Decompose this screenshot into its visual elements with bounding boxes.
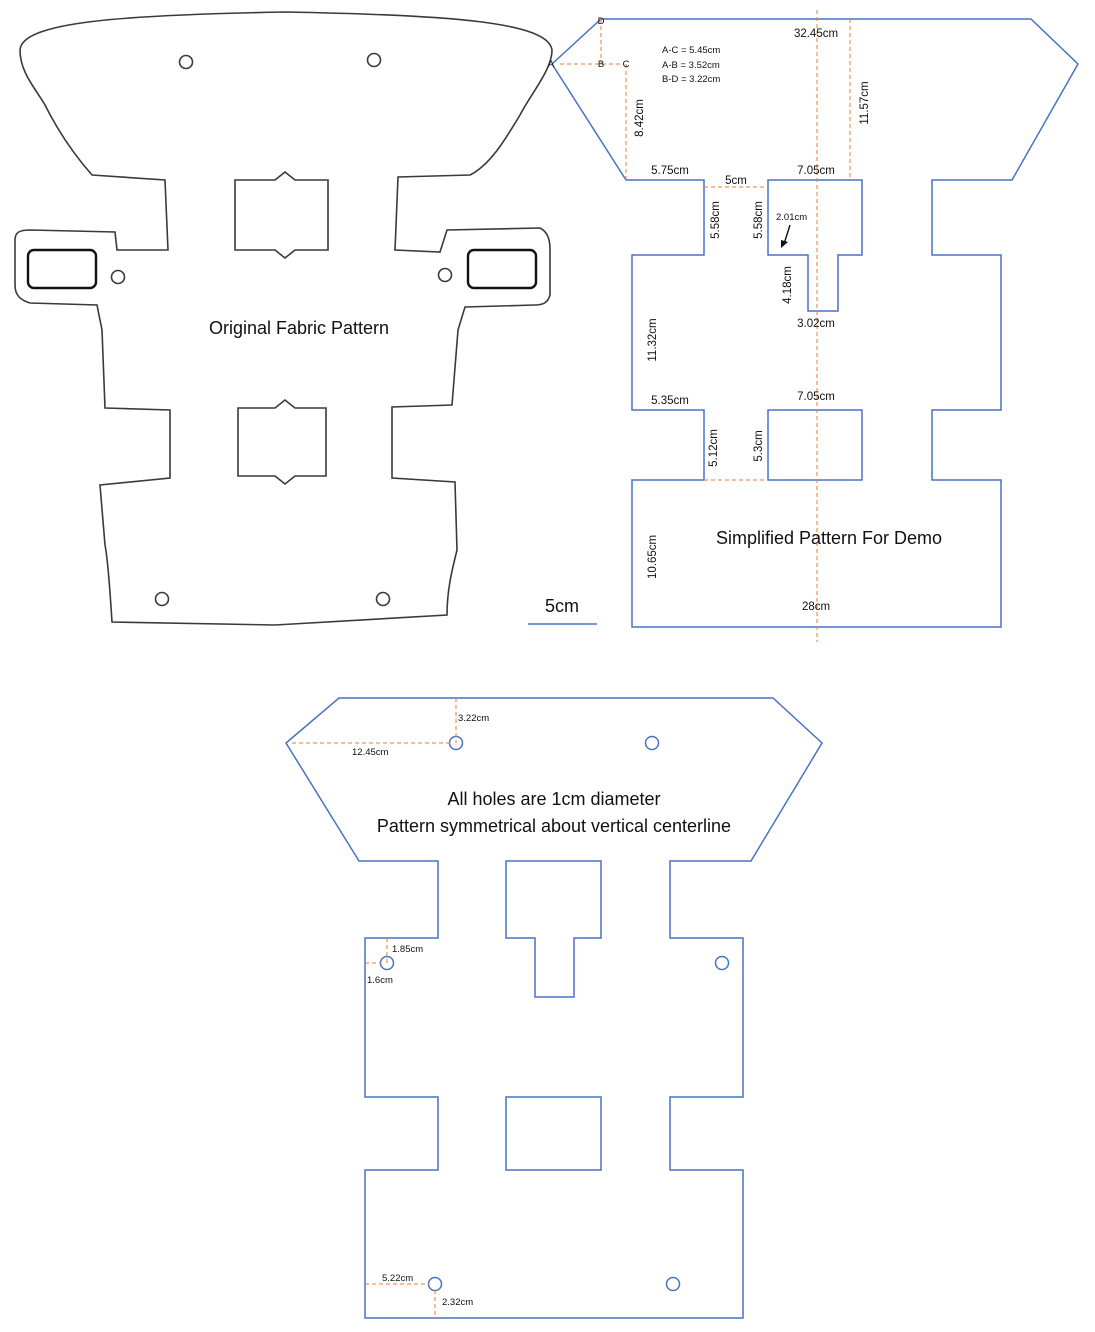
dim-hole3-y: 2.32cm	[442, 1297, 473, 1308]
original-title: Original Fabric Pattern	[209, 318, 389, 338]
holes-tab-lower	[505, 1096, 602, 1171]
dim-lower-notch-right: 5.3cm	[753, 430, 765, 461]
holes-outline	[285, 697, 823, 1319]
dim-top-width: 32.45cm	[794, 28, 838, 40]
arrow-head	[781, 240, 788, 248]
relation-bd: B-D = 3.22cm	[662, 74, 720, 85]
point-label-d: D	[598, 16, 605, 27]
holes-tab-upper	[505, 860, 602, 998]
dim-lower-shoulder: 5.35cm	[651, 395, 689, 407]
dim-side-drop: 8.42cm	[634, 99, 646, 137]
dim-hole1-x: 12.45cm	[352, 747, 389, 758]
dim-hole1-y: 3.22cm	[458, 713, 489, 724]
dim-bottom-width: 28cm	[802, 601, 830, 613]
original-slot-right	[466, 248, 538, 290]
point-label-b: B	[598, 59, 604, 70]
dim-top-height: 11.57cm	[859, 81, 871, 124]
original-hole	[375, 591, 391, 607]
dim-hole2-x: 1.6cm	[367, 975, 393, 986]
point-label-c: C	[623, 59, 630, 70]
scale-bar: 5cm	[528, 596, 597, 625]
dim-hole3-x: 5.22cm	[382, 1273, 413, 1284]
hole	[644, 735, 660, 751]
dim-gap: 5cm	[725, 175, 747, 187]
original-pattern: Original Fabric Pattern	[14, 11, 553, 626]
relation-ac: A-C = 5.45cm	[662, 45, 720, 56]
dim-tab-width: 7.05cm	[797, 165, 835, 177]
original-hole	[366, 52, 382, 68]
dim-lower-notch-left: 5.12cm	[708, 429, 720, 467]
dim-slot-width: 3.02cm	[797, 318, 835, 330]
original-outline	[14, 11, 553, 626]
hole	[427, 1276, 443, 1292]
original-inner-window-upper	[234, 170, 329, 260]
dim-hole2-y: 1.85cm	[392, 944, 423, 955]
relation-ab: A-B = 3.52cm	[662, 60, 720, 71]
scale-bar-label: 5cm	[545, 596, 579, 616]
original-inner-window-lower	[237, 398, 327, 486]
dim-mid-height: 11.32cm	[647, 318, 659, 361]
dim-bottom-height: 10.65cm	[647, 535, 659, 579]
original-hole	[110, 269, 126, 285]
simplified-tab-upper	[767, 179, 863, 312]
dim-slot-height: 4.18cm	[782, 266, 794, 304]
dim-notch-height-right: 5.58cm	[753, 201, 765, 239]
holes-pattern: 3.22cm 12.45cm 1.85cm 1.6cm 5.22cm 2.32c…	[285, 697, 823, 1319]
hole	[714, 955, 730, 971]
original-hole	[437, 267, 453, 283]
hole	[665, 1276, 681, 1292]
dim-slot-offset: 2.01cm	[776, 212, 807, 223]
original-hole	[178, 54, 194, 70]
original-slot-left	[26, 248, 98, 290]
point-label-a: A	[548, 59, 555, 70]
simplified-tab-lower	[767, 409, 863, 481]
simplified-title: Simplified Pattern For Demo	[716, 528, 942, 548]
simplified-outline	[551, 18, 1079, 628]
dim-lower-tab-width: 7.05cm	[797, 391, 835, 403]
holes-note-line2: Pattern symmetrical about vertical cente…	[377, 816, 731, 836]
original-hole	[154, 591, 170, 607]
arrow-line	[783, 224, 791, 245]
dim-notch-height-left: 5.58cm	[710, 201, 722, 239]
dim-shoulder: 5.75cm	[651, 165, 689, 177]
holes-note-line1: All holes are 1cm diameter	[447, 789, 660, 809]
simplified-pattern: A B C D A-C = 5.45cm A-B = 3.52cm B-D = …	[548, 10, 1079, 642]
